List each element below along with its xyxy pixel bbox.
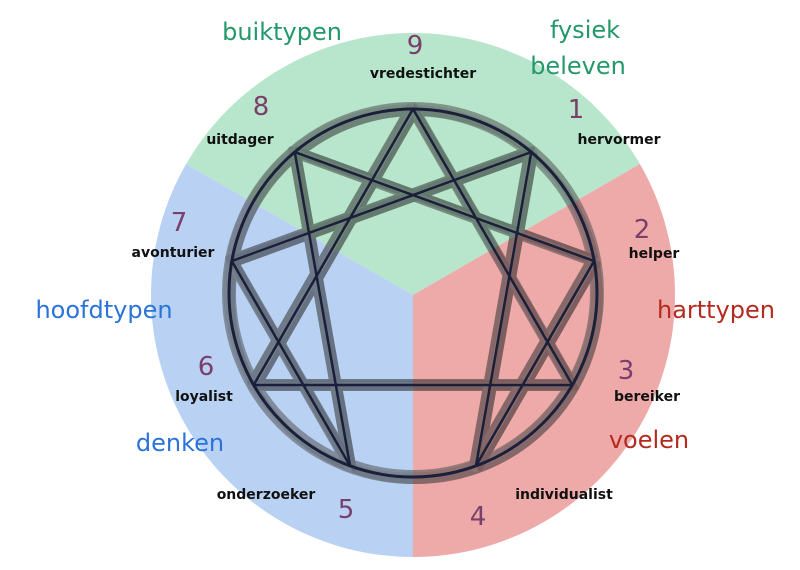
type-onderzoeker: onderzoeker <box>217 487 316 503</box>
enneagram-line-2-8 <box>293 150 596 263</box>
number-5: 5 <box>338 495 355 525</box>
number-4: 4 <box>470 502 487 532</box>
brush-line-2-8 <box>295 146 598 259</box>
label-fysiek: fysiek <box>550 16 620 44</box>
enneagram-line-5-7 <box>230 259 352 468</box>
type-loyalist: loyalist <box>175 389 233 405</box>
number-2: 2 <box>634 215 651 245</box>
label-harttypen: harttypen <box>657 296 775 324</box>
brush-line-2-8 <box>296 152 601 267</box>
brush-line-7-1 <box>232 146 535 259</box>
brush-line-9-3 <box>406 103 571 385</box>
brush-line-1-4 <box>469 146 530 466</box>
label-buiktypen: buiktypen <box>222 18 342 46</box>
number-8: 8 <box>253 92 270 122</box>
type-vredestichter: vredestichter <box>370 66 476 82</box>
label-hoofdtypen: hoofdtypen <box>35 296 172 324</box>
label-denken: denken <box>136 429 224 457</box>
brush-line-1-4 <box>477 152 538 472</box>
brush-line-8-5 <box>288 146 349 466</box>
label-beleven: beleven <box>530 52 626 80</box>
number-9: 9 <box>407 31 424 61</box>
enneagram-figure <box>227 107 599 479</box>
brush-line-7-1 <box>233 152 538 267</box>
type-uitdager: uitdager <box>206 132 273 148</box>
brush-line-8-5 <box>295 146 354 464</box>
number-3: 3 <box>618 356 635 386</box>
enneagram-line-6-9 <box>252 107 415 387</box>
type-bereiker: bereiker <box>614 389 680 405</box>
enneagram-line-8-5 <box>293 150 352 468</box>
brush-line-4-2 <box>477 261 601 472</box>
type-helper: helper <box>629 246 680 262</box>
enneagram-line-7-1 <box>230 150 533 263</box>
number-1: 1 <box>568 95 585 125</box>
number-6: 6 <box>198 352 215 382</box>
brush-line-5-7 <box>232 255 354 464</box>
brush-line-2-8 <box>288 146 593 261</box>
type-individualist: individualist <box>515 487 613 503</box>
brush-line-4-2 <box>469 255 593 466</box>
brush-line-5-7 <box>233 261 357 472</box>
enneagram-line-4-2 <box>474 259 596 468</box>
brush-line-9-3 <box>413 103 576 383</box>
label-voelen: voelen <box>609 426 689 454</box>
brush-line-1-4 <box>476 146 535 464</box>
enneagram-line-9-3 <box>411 107 574 387</box>
enneagram-line-1-4 <box>474 150 533 468</box>
type-hervormer: hervormer <box>577 132 660 148</box>
number-7: 7 <box>171 208 188 238</box>
brush-line-5-7 <box>225 255 349 466</box>
type-avonturier: avonturier <box>132 245 215 261</box>
brush-line-9-3 <box>414 109 579 391</box>
